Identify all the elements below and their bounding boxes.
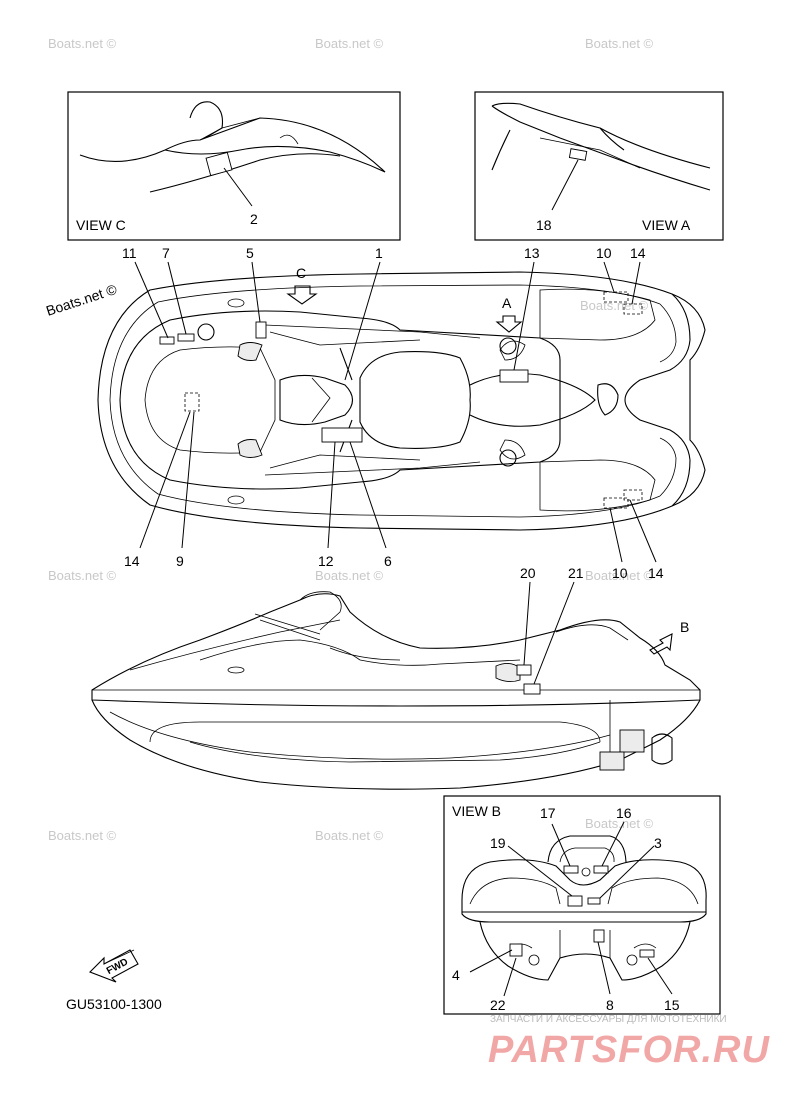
- callout-20: 20: [520, 565, 536, 581]
- view-a-frame: [474, 91, 724, 241]
- callout-8: 8: [606, 997, 614, 1013]
- decal-17: [563, 865, 579, 874]
- view-a-box: 18 VIEW A: [474, 91, 724, 241]
- view-c-box: 2 VIEW C: [67, 91, 401, 241]
- top-view-hull: C A 11 7 5 1 13 10 14 14 9 12 6 10 14: [97, 245, 706, 581]
- callout-11: 11: [122, 245, 137, 261]
- view-b-frame: [443, 795, 721, 1015]
- decal-15: [639, 949, 655, 958]
- decal-10-bottom: [603, 497, 629, 509]
- view-a-arrow: [495, 315, 523, 333]
- view-c-frame: [67, 91, 401, 241]
- view-a-label: VIEW A: [642, 217, 691, 233]
- decal-3: [587, 897, 601, 905]
- callout-3: 3: [654, 835, 662, 851]
- decal-10-top: [603, 291, 629, 303]
- callout-7: 7: [162, 245, 170, 261]
- watermark: Boats.net ©: [585, 568, 654, 583]
- watermark: Boats.net ©: [48, 36, 117, 51]
- callout-4: 4: [452, 967, 460, 983]
- decal-14-9: [184, 392, 200, 412]
- callout-18: 18: [536, 217, 552, 233]
- decal-8: [593, 929, 605, 943]
- watermark: Boats.net ©: [315, 828, 384, 843]
- callout-16: 16: [616, 805, 632, 821]
- decal-21: [523, 683, 541, 695]
- view-b-box: VIEW B 17 16 19 3 4: [443, 795, 721, 1015]
- decal-12-6: [321, 427, 363, 443]
- decal-14-top: [623, 303, 643, 315]
- decal-18: [568, 148, 588, 161]
- callout-19: 19: [490, 835, 506, 851]
- decal-13: [499, 369, 529, 383]
- diagram-code: GU53100-1300: [66, 996, 162, 1012]
- watermark: Boats.net ©: [585, 36, 654, 51]
- side-decal-1: [619, 729, 645, 753]
- view-b-arrow: [649, 633, 673, 655]
- view-b-arrow-label: B: [680, 619, 689, 635]
- watermark: Boats.net ©: [315, 36, 384, 51]
- callout-14-left: 14: [124, 553, 140, 569]
- callout-2: 2: [250, 211, 258, 227]
- watermark: Boats.net ©: [315, 568, 384, 583]
- decal-7: [177, 333, 195, 342]
- view-c-arrow: [286, 285, 318, 305]
- brand-name: PARTSFOR.RU: [488, 1029, 770, 1071]
- callout-9: 9: [176, 553, 184, 569]
- brand-watermark: ЗАПЧАСТИ И АКСЕССУАРЫ ДЛЯ МОТОТЕХНИКИ PA…: [488, 1014, 770, 1071]
- callout-14-top: 14: [630, 245, 646, 261]
- decal-5: [255, 321, 267, 339]
- callout-21: 21: [568, 565, 584, 581]
- callout-5: 5: [246, 245, 254, 261]
- fwd-arrow: FWD: [89, 949, 139, 983]
- watermark: Boats.net ©: [585, 816, 654, 831]
- callout-13: 13: [524, 245, 540, 261]
- decal-22: [509, 943, 523, 957]
- callout-10-top: 10: [596, 245, 612, 261]
- decal-2: [205, 151, 233, 177]
- side-view-hull: 20 21 B: [91, 565, 701, 790]
- fwd-label: FWD: [105, 957, 130, 977]
- watermarks: Boats.net © Boats.net © Boats.net © Boat…: [44, 36, 654, 843]
- view-b-label: VIEW B: [452, 803, 501, 819]
- brand-subtitle: ЗАПЧАСТИ И АКСЕССУАРЫ ДЛЯ МОТОТЕХНИКИ: [490, 1014, 727, 1025]
- view-c-label: VIEW C: [76, 217, 126, 233]
- watermark: Boats.net ©: [580, 298, 649, 313]
- view-c-arrow-label: C: [296, 265, 306, 281]
- callout-17: 17: [540, 805, 556, 821]
- watermark: Boats.net ©: [44, 281, 119, 319]
- callout-15: 15: [664, 997, 680, 1013]
- callout-14-bottom: 14: [648, 565, 664, 581]
- decal-19: [567, 895, 583, 907]
- callout-1: 1: [375, 245, 383, 261]
- callout-10-bottom: 10: [612, 565, 628, 581]
- view-a-arrow-label: A: [502, 295, 512, 311]
- decal-14-bottom: [623, 489, 643, 501]
- callout-22: 22: [490, 997, 506, 1013]
- decal-16: [593, 865, 609, 874]
- decal-11: [159, 336, 175, 345]
- callout-6: 6: [384, 553, 392, 569]
- watermark: Boats.net ©: [48, 828, 117, 843]
- callout-12: 12: [318, 553, 334, 569]
- decal-20: [516, 664, 532, 676]
- watermark: Boats.net ©: [48, 568, 117, 583]
- side-decal-2: [599, 751, 625, 771]
